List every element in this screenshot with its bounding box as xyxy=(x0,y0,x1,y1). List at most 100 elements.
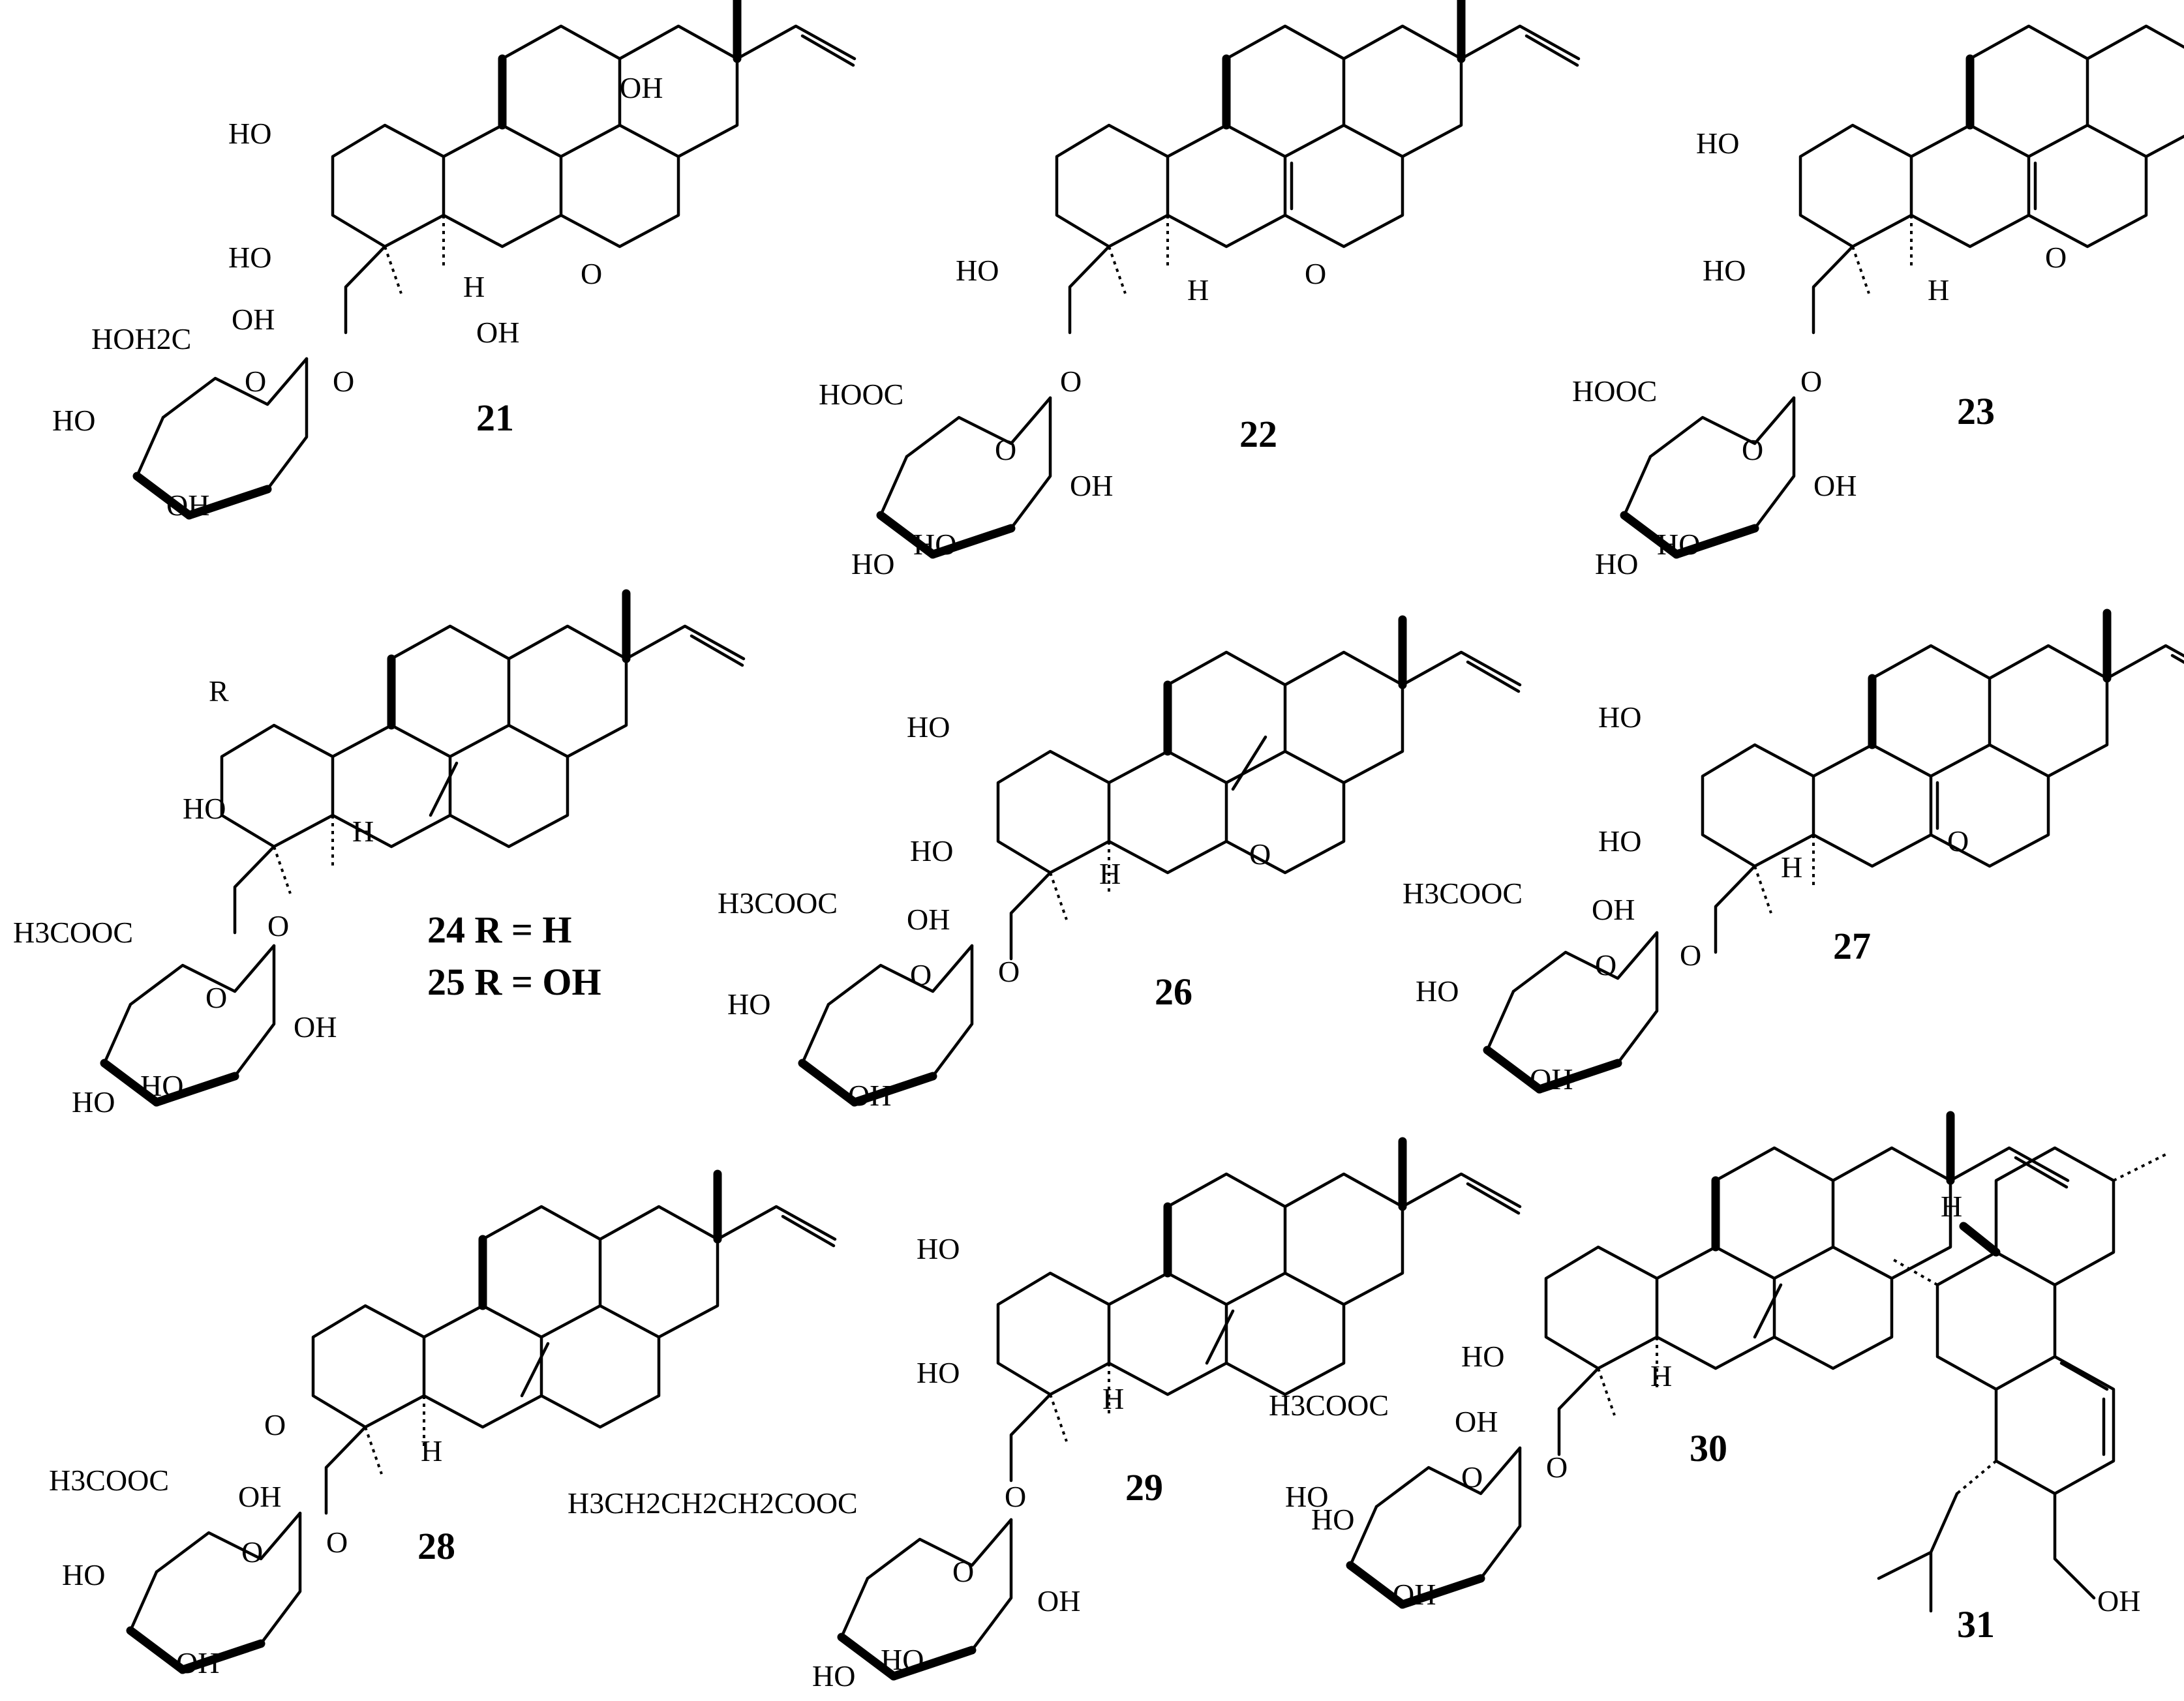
label-oh: OH xyxy=(2097,1584,2140,1618)
label-sugar-oh: OH xyxy=(1813,469,1857,502)
label-sugar-ho-a: HO xyxy=(1285,1480,1328,1513)
compound-29: HO HO H O H3CH2CH2CH2COOC O OH HO HO 29 xyxy=(568,1141,1520,1693)
label-sugar-oh: OH xyxy=(1037,1584,1080,1618)
label-ho-3: HO xyxy=(1461,1340,1504,1373)
label-sugar-ho: HO xyxy=(727,987,770,1021)
label-ho-2: HO xyxy=(228,117,271,150)
compound-number: 21 xyxy=(476,397,514,439)
label-ester: H3CH2CH2CH2COOC xyxy=(568,1486,858,1520)
label-h: H xyxy=(1928,273,1949,307)
label-sugar-oh-bottom: OH xyxy=(176,1646,219,1679)
label-ring-o: O xyxy=(1461,1460,1483,1494)
label-sugar-ho-2: HO xyxy=(1595,547,1638,580)
label-h: H xyxy=(1650,1359,1672,1392)
label-h: H xyxy=(421,1434,442,1468)
label-ring-o: O xyxy=(241,1535,263,1569)
compound-number: 31 xyxy=(1957,1603,1995,1646)
label-h: H xyxy=(463,270,485,303)
label-ketone-o: O xyxy=(581,257,602,290)
compound-23: HO HO O H O HOOC O OH HO HO 23 xyxy=(1572,0,2184,580)
label-ho-3: HO xyxy=(910,834,953,867)
compound-28: O H O H3COOC OH O HO OH 28 xyxy=(49,1174,835,1679)
compound-number: 27 xyxy=(1833,925,1871,967)
label-ketone-o: O xyxy=(264,1408,286,1441)
label-ho-3: HO xyxy=(917,1356,960,1389)
label-sugar-ch2: HOH2C xyxy=(91,322,191,355)
label-sugar-oh-top: OH xyxy=(1592,893,1635,926)
label-h: H xyxy=(1941,1190,1962,1223)
label-ketone-o: O xyxy=(1305,257,1326,290)
label-link-o: O xyxy=(1060,365,1082,398)
label-ho-2: HO xyxy=(1696,127,1739,160)
label-sugar-oh-top: OH xyxy=(907,903,950,936)
label-ring-o: O xyxy=(952,1555,974,1588)
compound-30: HO H O H3COOC OH O HO HO OH 30 xyxy=(1269,1115,2068,1611)
label-sugar-oh-top: OH xyxy=(1455,1405,1498,1438)
compound-number: 26 xyxy=(1155,971,1192,1013)
compound-number: 30 xyxy=(1690,1427,1727,1469)
label-cooh: HOOC xyxy=(819,378,903,411)
label-link-o: O xyxy=(998,955,1020,988)
label-ho-2: HO xyxy=(907,710,950,744)
label-sugar-ho-2: HO xyxy=(72,1085,115,1119)
label-ring-o: O xyxy=(1595,948,1616,982)
compound-27: HO HO O H O H3COOC OH O HO OH 27 xyxy=(1403,613,2184,1096)
compound-22: HO O H O HOOC O OH HO HO 22 xyxy=(819,0,1579,580)
label-sugar-ho-2: HO xyxy=(851,547,894,580)
label-link-o: O xyxy=(267,909,289,942)
label-ho-2: HO xyxy=(917,1232,960,1265)
label-link-o: O xyxy=(1680,939,1701,972)
label-link-o: O xyxy=(1800,365,1822,398)
label-h: H xyxy=(352,815,374,848)
label-sugar-oh-bottom: OH xyxy=(1393,1578,1436,1611)
label-sugar-oh-bottom: OH xyxy=(1530,1062,1573,1096)
label-ho-3: HO xyxy=(956,254,999,287)
label-h: H xyxy=(1187,273,1209,307)
label-sugar-oh-bottom: OH xyxy=(848,1079,891,1112)
label-h: H xyxy=(1102,1382,1124,1415)
label-sugar-oh-bottom: OH xyxy=(166,489,209,522)
label-ring-o: O xyxy=(995,433,1016,466)
label-ho-3: HO xyxy=(228,241,271,274)
caption-25: 25 R = OH xyxy=(427,961,601,1003)
label-ring-o: O xyxy=(205,981,227,1014)
label-sugar-ho-b: HO xyxy=(1311,1503,1354,1536)
label-oh-7: OH xyxy=(476,316,519,349)
label-link-o: O xyxy=(326,1526,348,1559)
label-ketone-o: O xyxy=(1249,837,1271,871)
label-ester: H3COOC xyxy=(1403,877,1523,910)
compound-number: 22 xyxy=(1239,413,1277,455)
label-link-o: O xyxy=(1546,1451,1568,1484)
label-h: H xyxy=(1099,857,1121,890)
label-sugar-oh-top: OH xyxy=(232,303,275,336)
label-sugar-ho-2: HO xyxy=(812,1659,855,1693)
label-ho-3: HO xyxy=(1598,824,1641,858)
caption-24: 24 R = H xyxy=(427,909,572,951)
label-link-o: O xyxy=(333,365,354,398)
label-sugar-ho-1: HO xyxy=(140,1069,183,1102)
label-h: H xyxy=(1781,850,1802,884)
label-link-o: O xyxy=(1005,1480,1026,1513)
compound-number: 23 xyxy=(1957,390,1995,432)
label-sugar-oh: OH xyxy=(294,1010,337,1044)
label-ester: H3COOC xyxy=(718,886,838,920)
label-ring-o: O xyxy=(910,958,932,991)
label-ho-2: HO xyxy=(1598,700,1641,734)
label-ho-3: HO xyxy=(1703,254,1746,287)
compound-number: 28 xyxy=(417,1525,455,1567)
label-sugar-ho-1: HO xyxy=(881,1643,924,1676)
label-ketone-o: O xyxy=(1947,824,1969,858)
label-sugar-ho: HO xyxy=(1416,974,1459,1008)
compound-31: H OH 31 xyxy=(1877,1146,2166,1646)
compound-24-25: R HO H O H3COOC O OH HO HO 24 R = H 25 R… xyxy=(13,594,744,1119)
label-sugar-ho-1: HO xyxy=(1657,528,1700,561)
label-sugar-oh: OH xyxy=(1070,469,1113,502)
label-oh-8: OH xyxy=(620,71,663,104)
compound-21: HO HO OH O H OH O HOH2C OH O HO OH 21 xyxy=(52,0,855,522)
compound-number: 29 xyxy=(1125,1466,1163,1509)
label-sugar-ho-1: HO xyxy=(913,528,956,561)
label-ester: H3COOC xyxy=(13,916,133,949)
label-ho-3: HO xyxy=(183,792,226,825)
label-sugar-ho: HO xyxy=(62,1558,105,1591)
